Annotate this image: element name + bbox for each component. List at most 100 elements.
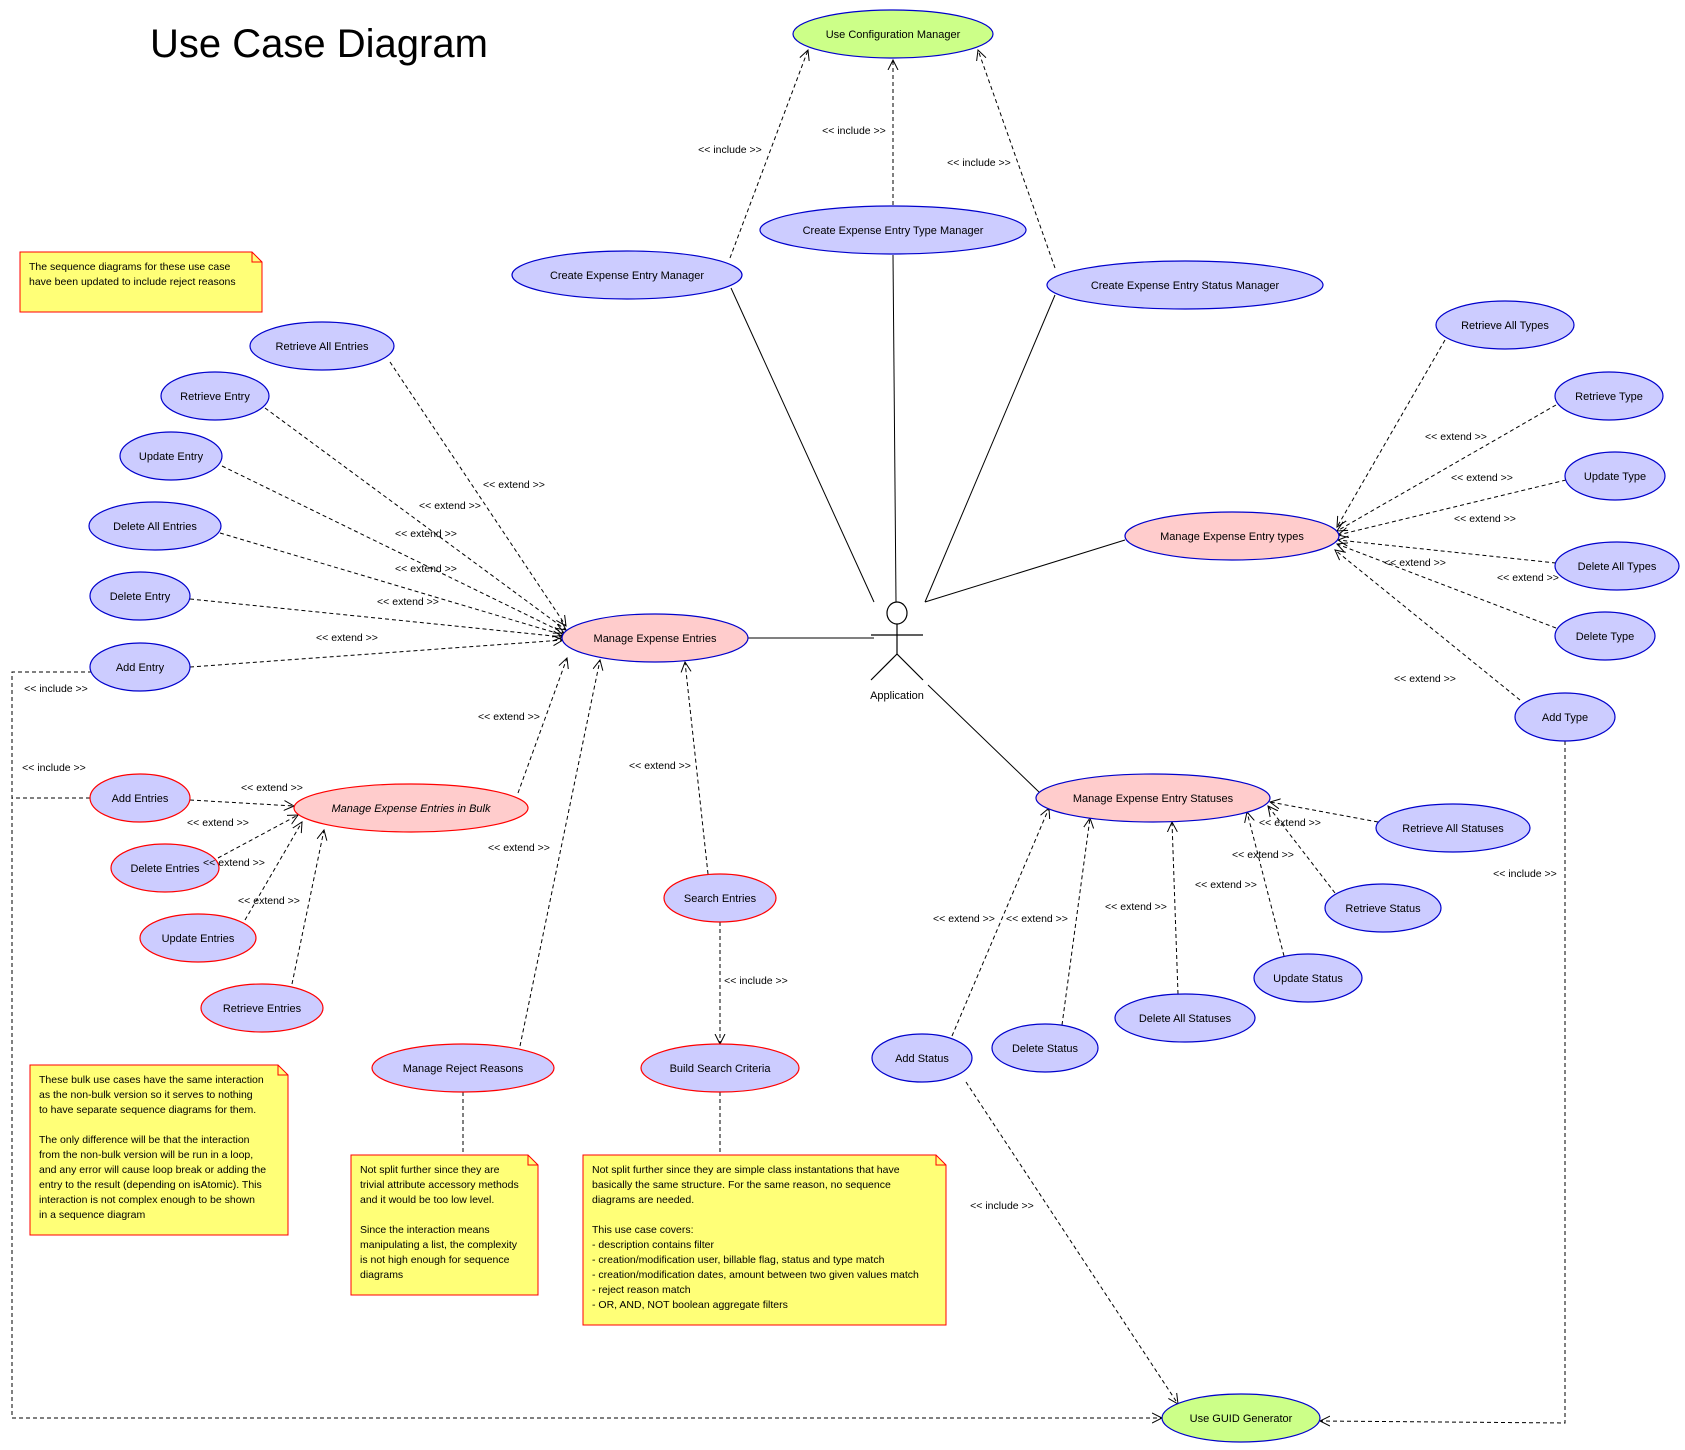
update_entry-to-manage_entries-relation bbox=[221, 465, 564, 633]
extend-label: << extend >> bbox=[419, 500, 481, 512]
add_entry-to-manage_entries-relation bbox=[189, 640, 563, 668]
use-case-create-type-manager[interactable]: Create Expense Entry Type Manager bbox=[759, 205, 1027, 255]
use-case-delete-status[interactable]: Delete Status bbox=[991, 1023, 1099, 1073]
use-case-retrieve-entries[interactable]: Retrieve Entries bbox=[200, 983, 324, 1033]
actor-head bbox=[886, 601, 908, 625]
delete_all_statuses-to-manage_statuses-relation bbox=[1172, 822, 1179, 995]
use-case-label: Add Status bbox=[895, 1053, 949, 1065]
use-case-ellipse bbox=[1554, 611, 1656, 661]
actor-left-leg bbox=[870, 653, 898, 681]
add_type-to-manage_types-relation bbox=[1335, 550, 1521, 701]
use-case-create-status-manager[interactable]: Create Expense Entry Status Manager bbox=[1046, 260, 1324, 310]
use-case-delete-entries[interactable]: Delete Entries bbox=[110, 843, 220, 893]
use-case-ellipse bbox=[1554, 371, 1664, 421]
note-bulk bbox=[29, 1064, 289, 1236]
use-case-label: Use Configuration Manager bbox=[826, 29, 961, 41]
use-case-update-type[interactable]: Update Type bbox=[1564, 451, 1666, 501]
use-case-label: Retrieve Status bbox=[1345, 903, 1421, 915]
extend-label: << extend >> bbox=[241, 782, 303, 794]
use-case-delete-all-statuses[interactable]: Delete All Statuses bbox=[1114, 993, 1256, 1043]
use-case-delete-type[interactable]: Delete Type bbox=[1554, 611, 1656, 661]
application-actor[interactable]: Application bbox=[870, 601, 924, 702]
note-text-bulk: These bulk use cases have the same inter… bbox=[39, 1074, 267, 1221]
use-case-ellipse bbox=[249, 321, 395, 371]
actor-to-note-relation bbox=[924, 294, 1056, 603]
actor-to-note-relation bbox=[730, 287, 875, 603]
use-case-manage-types[interactable]: Manage Expense Entry types bbox=[1124, 511, 1340, 561]
use-case-ellipse bbox=[759, 205, 1027, 255]
use-case-retrieve-all-entries[interactable]: Retrieve All Entries bbox=[249, 321, 395, 371]
use-case-add-entry[interactable]: Add Entry bbox=[89, 642, 191, 692]
delete_all_types-to-manage_types-relation bbox=[1338, 540, 1557, 564]
retrieve_all_statuses-to-manage_statuses-relation bbox=[1270, 802, 1379, 823]
note-fold bbox=[277, 1065, 288, 1076]
use-case-ellipse bbox=[139, 913, 257, 963]
use-case-retrieve-all-types[interactable]: Retrieve All Types bbox=[1435, 300, 1575, 350]
actor-label: Application bbox=[870, 690, 924, 702]
use-case-ellipse bbox=[561, 613, 749, 663]
use-case-ellipse bbox=[88, 501, 222, 551]
use-case-retrieve-type[interactable]: Retrieve Type bbox=[1554, 371, 1664, 421]
use-case-label: Delete Type bbox=[1576, 631, 1635, 643]
use-case-ellipse bbox=[511, 250, 743, 300]
stereotype-labels: << include >><< include >><< include >><… bbox=[22, 125, 1559, 1212]
use-case-label: Retrieve Entry bbox=[180, 391, 250, 403]
use-case-label: Manage Expense Entry types bbox=[1160, 531, 1304, 543]
use-case-label: Create Expense Entry Manager bbox=[550, 270, 704, 282]
use-case-ellipse bbox=[991, 1023, 1099, 1073]
delete_entries-to-manage_bulk-relation bbox=[217, 815, 298, 859]
use-case-manage-statuses[interactable]: Manage Expense Entry Statuses bbox=[1035, 773, 1271, 823]
use-case-update-entries[interactable]: Update Entries bbox=[139, 913, 257, 963]
actor-layer: Application bbox=[870, 601, 924, 702]
actor-right-leg bbox=[896, 653, 924, 681]
note-body bbox=[19, 251, 263, 313]
use-case-delete-all-entries[interactable]: Delete All Entries bbox=[88, 501, 222, 551]
use-case-delete-entry[interactable]: Delete Entry bbox=[89, 571, 191, 621]
include-label: << include >> bbox=[724, 975, 788, 987]
use-case-ellipse bbox=[663, 873, 777, 923]
use-case-label: Search Entries bbox=[684, 893, 757, 905]
use-case-ellipse bbox=[1324, 883, 1442, 933]
use-case-build-search-criteria[interactable]: Build Search Criteria bbox=[640, 1043, 800, 1093]
use-case-retrieve-status[interactable]: Retrieve Status bbox=[1324, 883, 1442, 933]
use-case-update-entry[interactable]: Update Entry bbox=[119, 431, 223, 481]
actor-to-note-relation bbox=[927, 684, 1041, 794]
use-case-search-entries[interactable]: Search Entries bbox=[663, 873, 777, 923]
note-body bbox=[350, 1154, 539, 1296]
use-case-add-status[interactable]: Add Status bbox=[871, 1033, 973, 1083]
use-case-label: Delete Status bbox=[1012, 1043, 1079, 1055]
extend-label: << extend >> bbox=[1232, 849, 1294, 861]
use-case-label: Retrieve All Statuses bbox=[1402, 823, 1504, 835]
retrieve_entry-to-manage_entries-relation bbox=[264, 407, 566, 630]
use-case-label: Create Expense Entry Status Manager bbox=[1091, 280, 1280, 292]
use-case-delete-all-types[interactable]: Delete All Types bbox=[1554, 541, 1680, 591]
use-case-add-entries[interactable]: Add Entries bbox=[89, 773, 191, 823]
use-case-create-entry-manager[interactable]: Create Expense Entry Manager bbox=[511, 250, 743, 300]
use-case-label: Update Entry bbox=[139, 451, 204, 463]
use-case-update-status[interactable]: Update Status bbox=[1253, 953, 1363, 1003]
use-case-manage-entries[interactable]: Manage Expense Entries bbox=[561, 613, 749, 663]
use-case-label: Update Type bbox=[1584, 471, 1646, 483]
use-case-label: Retrieve Type bbox=[1575, 391, 1643, 403]
use-case-retrieve-all-statuses[interactable]: Retrieve All Statuses bbox=[1375, 803, 1531, 853]
extend-label: << extend >> bbox=[187, 817, 249, 829]
use-case-manage-bulk[interactable]: Manage Expense Entries in Bulk bbox=[293, 783, 529, 833]
use-case-retrieve-entry[interactable]: Retrieve Entry bbox=[160, 371, 270, 421]
use-case-label: Create Expense Entry Type Manager bbox=[803, 225, 984, 237]
use-case-ellipse bbox=[89, 642, 191, 692]
use-case-use-guid-generator[interactable]: Use GUID Generator bbox=[1161, 1393, 1321, 1443]
extend-label: << extend >> bbox=[1259, 817, 1321, 829]
use-case-label: Manage Reject Reasons bbox=[403, 1063, 524, 1075]
note-text-reject-reasons: Not split further since they are trivial… bbox=[360, 1164, 519, 1281]
use-case-add-type[interactable]: Add Type bbox=[1514, 692, 1616, 742]
use-case-manage-reject-reasons[interactable]: Manage Reject Reasons bbox=[371, 1043, 555, 1093]
use-case-use-config-manager[interactable]: Use Configuration Manager bbox=[792, 9, 994, 59]
note-fold bbox=[251, 252, 262, 263]
use-case-ellipse bbox=[200, 983, 324, 1033]
extend-label: << extend >> bbox=[203, 857, 265, 869]
use-case-label: Delete All Types bbox=[1578, 561, 1657, 573]
retrieve_all_types-to-manage_types-relation bbox=[1337, 339, 1446, 527]
use-case-ellipse bbox=[371, 1043, 555, 1093]
